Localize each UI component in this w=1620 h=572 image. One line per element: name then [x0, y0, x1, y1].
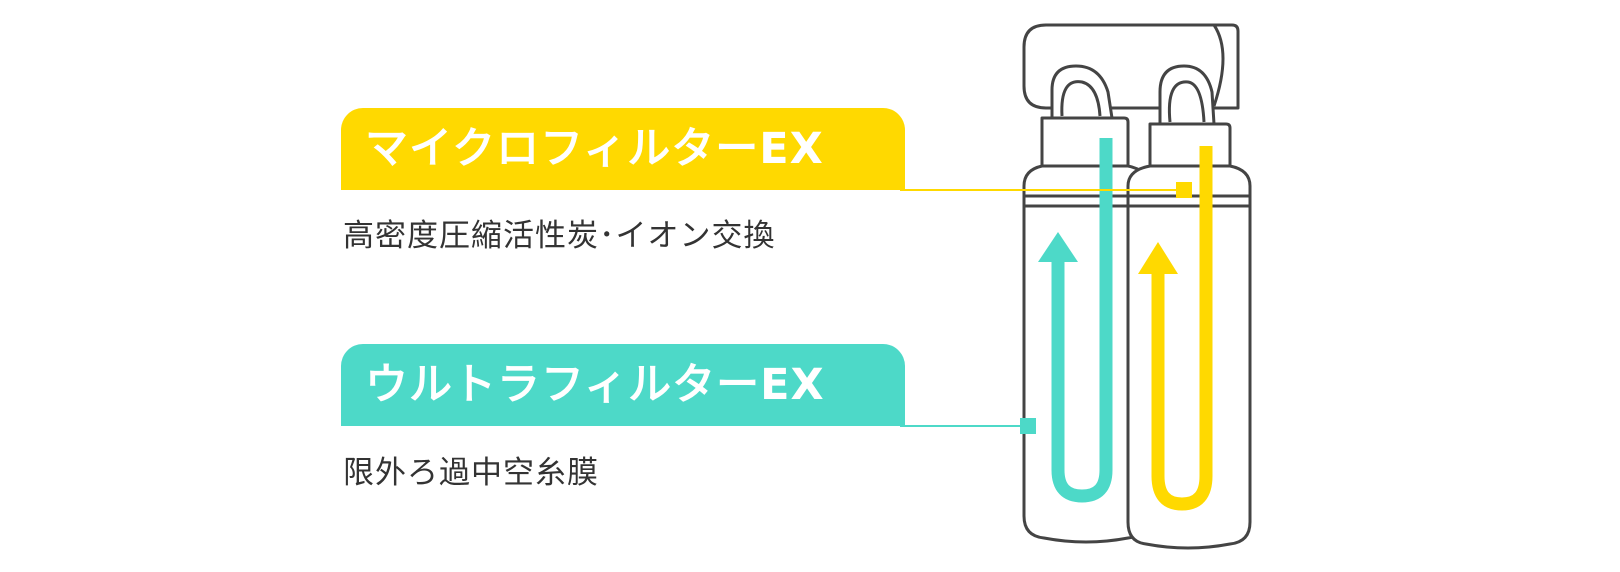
- right-cartridge-neck: [1158, 64, 1216, 126]
- micro-flow-arrow: [1138, 146, 1213, 511]
- ultra-filter-description: 限外ろ過中空糸膜: [343, 455, 599, 491]
- micro-filter-name-label: マイクロフィルターEX: [341, 108, 905, 190]
- micro-leader-line: [900, 182, 1192, 198]
- micro-filter-description: 高密度圧縮活性炭･イオン交換: [343, 218, 776, 254]
- ultra-flow-arrow: [1038, 138, 1113, 503]
- ultra-filter-name-label: ウルトラフィルターEX: [341, 344, 905, 426]
- ultra-leader-line: [900, 418, 1036, 434]
- left-cartridge-neck: [1050, 64, 1114, 120]
